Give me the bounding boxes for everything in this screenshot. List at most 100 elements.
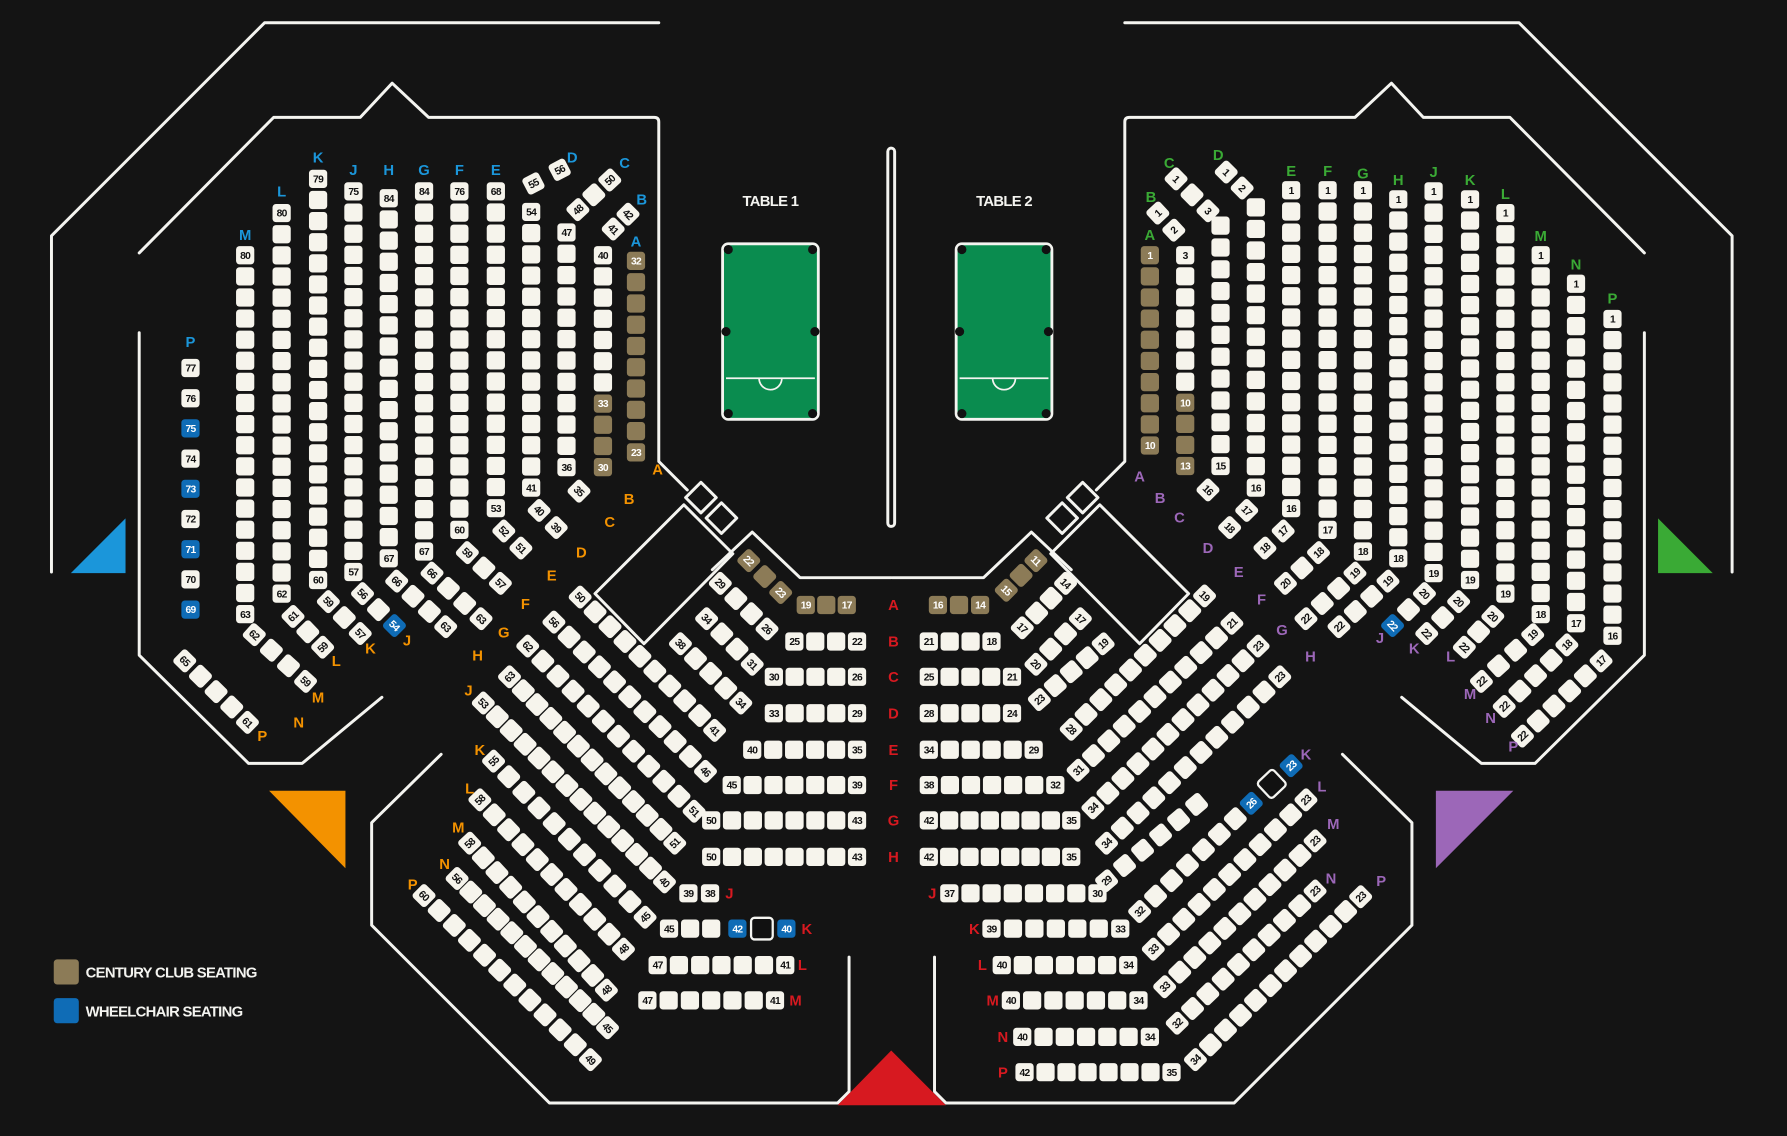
- seat[interactable]: 25: [919, 667, 938, 686]
- seat[interactable]: [785, 667, 804, 686]
- seat[interactable]: [1353, 351, 1373, 370]
- seat[interactable]: 19: [1460, 570, 1480, 590]
- seat[interactable]: [1566, 550, 1586, 569]
- seat[interactable]: [1424, 500, 1443, 519]
- seat[interactable]: [1424, 267, 1443, 286]
- seat[interactable]: 50: [567, 584, 593, 610]
- seat[interactable]: [1318, 414, 1337, 433]
- seat[interactable]: [593, 330, 613, 350]
- seat[interactable]: 31: [1065, 757, 1091, 783]
- club-seat[interactable]: [626, 421, 646, 441]
- seat[interactable]: [545, 663, 571, 689]
- seat[interactable]: [539, 862, 565, 888]
- seat[interactable]: 42: [615, 201, 641, 227]
- seat[interactable]: [1342, 599, 1368, 625]
- seat[interactable]: [724, 636, 750, 662]
- seat[interactable]: [1424, 373, 1443, 392]
- seat[interactable]: [1466, 619, 1492, 645]
- seat[interactable]: [1282, 435, 1301, 454]
- seat[interactable]: [1318, 329, 1337, 348]
- seat[interactable]: 39: [543, 515, 569, 541]
- seat[interactable]: [308, 423, 328, 442]
- seat[interactable]: [1424, 309, 1443, 328]
- seat[interactable]: [680, 991, 700, 1010]
- seat[interactable]: [1603, 563, 1622, 582]
- seat[interactable]: [557, 266, 576, 285]
- seat[interactable]: 39: [847, 775, 867, 795]
- seat[interactable]: [414, 521, 434, 540]
- seat[interactable]: 84: [379, 189, 398, 208]
- seat[interactable]: [560, 678, 586, 704]
- seat[interactable]: [1603, 605, 1622, 624]
- seat[interactable]: [806, 847, 825, 866]
- seat[interactable]: 52: [491, 518, 517, 544]
- seat[interactable]: [1215, 663, 1241, 689]
- wheelchair-seat[interactable]: 75: [181, 419, 200, 438]
- seat[interactable]: 43: [847, 847, 867, 866]
- seat[interactable]: 16: [1282, 499, 1301, 518]
- seat[interactable]: [450, 224, 469, 243]
- seat[interactable]: [1246, 327, 1265, 346]
- seat[interactable]: [272, 373, 291, 392]
- seat[interactable]: [1155, 721, 1181, 747]
- seat[interactable]: [308, 338, 328, 357]
- seat[interactable]: 1: [1282, 181, 1301, 200]
- seat[interactable]: [1065, 991, 1084, 1010]
- seat[interactable]: [709, 621, 735, 647]
- seat[interactable]: 20: [1480, 604, 1506, 630]
- seat[interactable]: 17: [1067, 606, 1093, 632]
- club-seat[interactable]: 15: [993, 577, 1019, 603]
- seat[interactable]: [1003, 884, 1022, 903]
- seat[interactable]: [272, 415, 291, 434]
- seat[interactable]: [1157, 669, 1183, 695]
- seat[interactable]: [1053, 621, 1079, 647]
- seat[interactable]: [669, 955, 689, 975]
- seat[interactable]: [1086, 991, 1106, 1010]
- seat[interactable]: [744, 991, 763, 1010]
- seat[interactable]: [379, 337, 398, 356]
- club-seat[interactable]: 32: [626, 251, 646, 271]
- seat[interactable]: [980, 811, 999, 830]
- seat[interactable]: 48: [611, 936, 637, 962]
- seat[interactable]: [1318, 372, 1337, 391]
- seat[interactable]: [236, 330, 255, 349]
- club-seat[interactable]: 11: [1023, 548, 1049, 574]
- seat[interactable]: [1318, 499, 1337, 518]
- seat[interactable]: [1424, 479, 1443, 498]
- seat[interactable]: [1572, 663, 1598, 689]
- seat[interactable]: [1460, 295, 1480, 315]
- seat[interactable]: [1185, 692, 1211, 718]
- seat[interactable]: 54: [522, 202, 541, 222]
- seat[interactable]: [1496, 225, 1515, 244]
- seat[interactable]: [517, 987, 543, 1013]
- seat[interactable]: [1389, 485, 1408, 505]
- club-seat[interactable]: [1176, 414, 1195, 433]
- seat[interactable]: 34: [1140, 1027, 1159, 1046]
- seat[interactable]: [308, 549, 328, 568]
- seat[interactable]: 14: [1053, 570, 1079, 596]
- seat[interactable]: [1353, 393, 1373, 412]
- seat[interactable]: [379, 422, 398, 441]
- seat[interactable]: [1309, 591, 1335, 617]
- club-seat[interactable]: [1140, 415, 1159, 434]
- seat[interactable]: [552, 933, 578, 959]
- seat[interactable]: [1213, 1017, 1239, 1043]
- seat[interactable]: 67: [414, 542, 434, 561]
- seat[interactable]: [522, 393, 541, 412]
- seat[interactable]: [1246, 435, 1265, 454]
- seat[interactable]: [557, 244, 576, 263]
- wheelchair-seat[interactable]: 26: [1238, 790, 1264, 816]
- seat[interactable]: 40: [652, 869, 678, 895]
- seat[interactable]: [1041, 847, 1061, 866]
- seat[interactable]: [1246, 284, 1265, 303]
- seat[interactable]: [1389, 338, 1408, 357]
- seat[interactable]: [557, 436, 576, 455]
- seat[interactable]: [1389, 443, 1408, 462]
- seat[interactable]: [1303, 928, 1329, 954]
- seat[interactable]: [259, 637, 285, 663]
- seat[interactable]: [1424, 457, 1443, 477]
- seat[interactable]: [1318, 913, 1344, 939]
- wheelchair-seat[interactable]: 73: [181, 479, 200, 498]
- seat[interactable]: [236, 541, 255, 560]
- seat[interactable]: 66: [384, 568, 410, 594]
